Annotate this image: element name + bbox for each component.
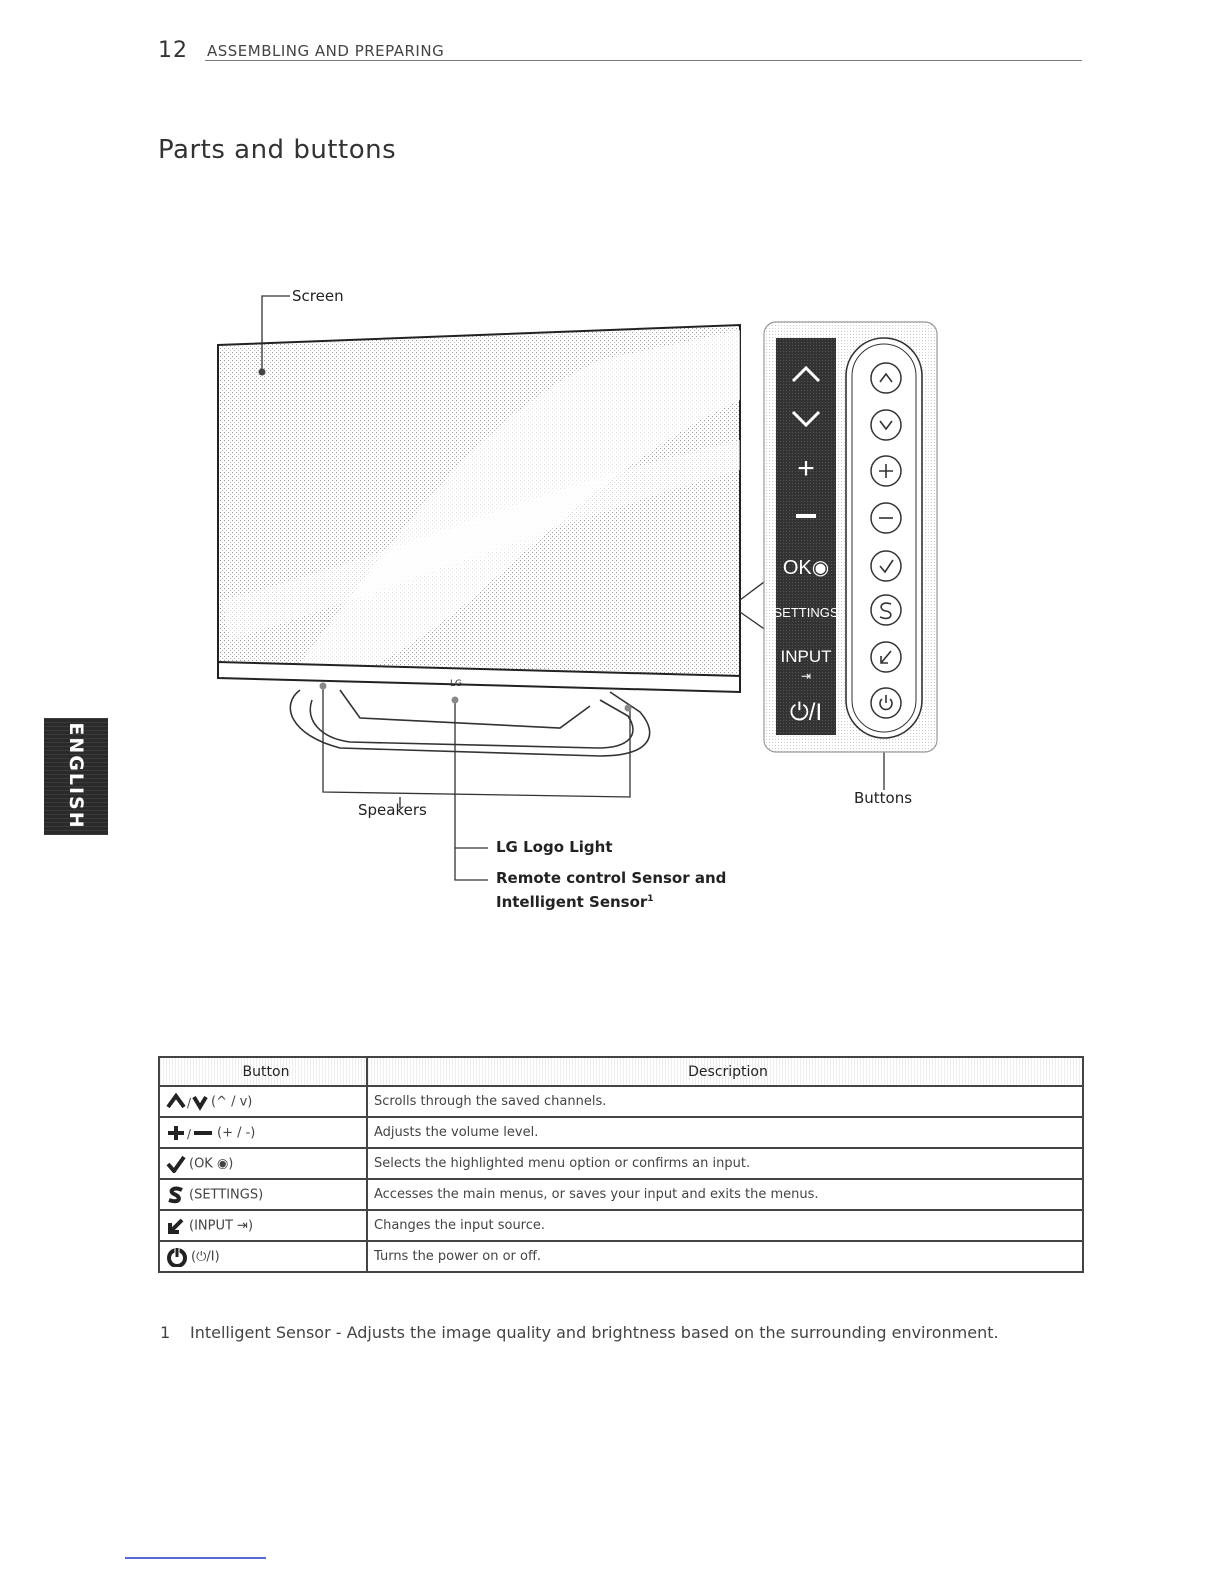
description-cell: Selects the highlighted menu option or c… [366, 1147, 1084, 1180]
page-title: Parts and buttons [158, 135, 397, 165]
up-button-icon [870, 362, 902, 394]
input-icon [168, 1218, 184, 1234]
section-header: ASSEMBLING AND PREPARING [207, 42, 445, 60]
ok-button-icon [870, 550, 902, 582]
settings-s-icon [168, 1186, 183, 1203]
down-arrow-icon [791, 410, 821, 428]
button-text: (INPUT ⇥) [189, 1218, 254, 1233]
table-row: (OK ◉) Selects the highlighted menu opti… [158, 1147, 1084, 1180]
tv-screen [217, 323, 741, 692]
input-key-label: INPUT [781, 647, 832, 666]
description-cell: Accesses the main menus, or saves your i… [366, 1178, 1084, 1211]
table-row: (⏻/I) Turns the power on or off. [158, 1240, 1084, 1273]
table-header-row: Button Description [158, 1056, 1084, 1087]
bottom-link-underline [125, 1557, 266, 1559]
page-number: 12 [158, 38, 188, 63]
button-description-table: Button Description / (^ / v) Scrolls thro… [158, 1056, 1084, 1273]
header-description: Description [366, 1056, 1084, 1087]
button-cell: (⏻/I) [158, 1240, 368, 1273]
up-arrow-icon [791, 365, 821, 383]
panel-key-labels: + OK◉ SETTINGS INPUT ⇥ ⏻/I [773, 365, 839, 726]
button-text: (SETTINGS) [189, 1187, 264, 1202]
button-column [845, 337, 923, 739]
settings-key-label: SETTINGS [773, 605, 838, 620]
button-cell: (SETTINGS) [158, 1178, 368, 1211]
power-key-label: ⏻/I [790, 699, 822, 726]
table-row: (INPUT ⇥) Changes the input source. [158, 1209, 1084, 1242]
speaker-left-dot [319, 682, 327, 690]
button-cell: / (+ / -) [158, 1116, 368, 1149]
footnote-number: 1 [160, 1323, 171, 1342]
tv-bezel [217, 660, 741, 694]
description-cell: Scrolls through the saved channels. [366, 1085, 1084, 1118]
sensor-footnote-mark: 1 [647, 894, 654, 904]
table-row: (SETTINGS) Accesses the main menus, or s… [158, 1178, 1084, 1211]
tv-stand [289, 689, 651, 757]
svg-text:/: / [187, 1127, 192, 1141]
svg-text:/: / [187, 1096, 192, 1110]
up-down-icon: / [166, 1092, 208, 1111]
sensor-label-line1: Remote control Sensor and [496, 869, 727, 887]
sensor-label-line2: Intelligent Sensor1 [496, 893, 654, 911]
header-button: Button [158, 1056, 368, 1087]
settings-button-icon [870, 594, 902, 626]
description-cell: Turns the power on or off. [366, 1240, 1084, 1273]
input-arrow-icon: ⇥ [801, 669, 811, 683]
table-row: / (^ / v) Scrolls through the saved chann… [158, 1085, 1084, 1118]
speakers-label: Speakers [358, 801, 427, 819]
plus-key-label: + [797, 452, 815, 485]
plus-minus-icon: / [168, 1125, 212, 1141]
button-cell: (OK ◉) [158, 1147, 368, 1180]
description-cell: Adjusts the volume level. [366, 1116, 1084, 1149]
screen-callout-dot [258, 368, 266, 376]
tv-parts-diagram: LG + [217, 287, 938, 911]
logo-light-label: LG Logo Light [496, 838, 613, 856]
buttons-label: Buttons [854, 789, 913, 807]
callout-lines [261, 295, 885, 881]
minus-icon [796, 514, 816, 518]
table-row: / (+ / -) Adjusts the volume level. [158, 1116, 1084, 1149]
power-icon [167, 1247, 187, 1267]
speaker-right-dot [624, 704, 632, 712]
down-button-icon [870, 409, 902, 441]
button-text: (⏻/I) [191, 1249, 220, 1264]
check-icon [166, 1155, 186, 1173]
button-text: (OK ◉) [189, 1156, 234, 1171]
footnote-text: Intelligent Sensor - Adjusts the image q… [190, 1323, 999, 1342]
logo-light-dot [451, 696, 459, 704]
button-label-strip [776, 338, 836, 735]
description-cell: Changes the input source. [366, 1209, 1084, 1242]
ok-key-label: OK◉ [783, 557, 829, 579]
header-rule [205, 60, 1082, 61]
language-side-tab: ENGLISH [44, 718, 108, 835]
button-cell: / (^ / v) [158, 1085, 368, 1118]
tv-illustration: LG + [217, 295, 938, 881]
tv-logo: LG [450, 679, 462, 689]
screen-label: Screen [292, 287, 344, 305]
button-text: (^ / v) [211, 1094, 253, 1109]
button-cell: (INPUT ⇥) [158, 1209, 368, 1242]
button-text: (+ / -) [217, 1125, 256, 1140]
sensor-label-text: Intelligent Sensor [496, 893, 648, 911]
